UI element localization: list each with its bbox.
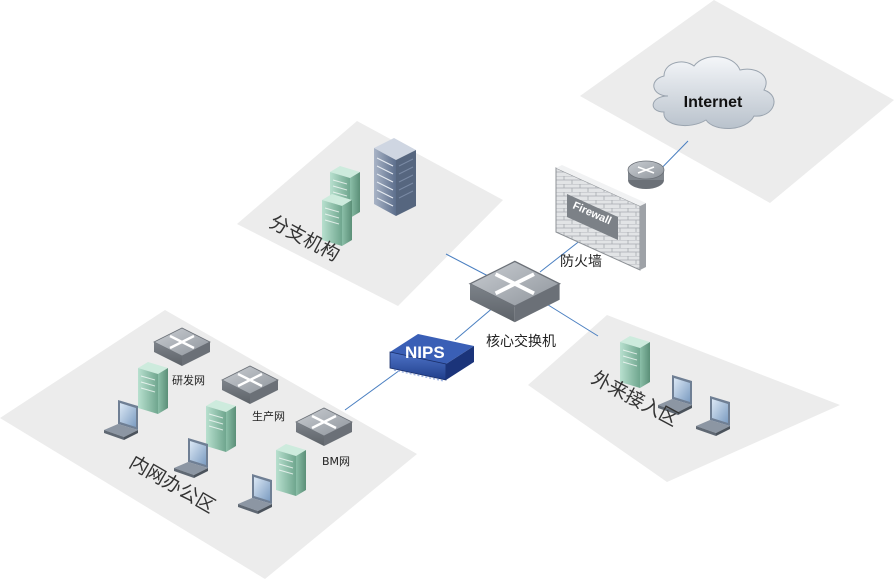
prod-net-label: 生产网 [252,409,285,423]
office-server-icon-3 [275,443,307,497]
core-switch-icon [468,259,562,325]
link-nips-office [344,369,401,411]
router-icon [627,160,665,189]
firewall-icon [555,165,646,271]
core-switch-label: 核心交换机 [486,333,556,350]
link-core-guest [544,302,599,337]
link-core-nips [454,305,496,341]
office-server-icon-2 [205,399,237,453]
firewall-label: 防火墙 [560,254,602,270]
rd-net-label: 研发网 [172,373,205,387]
branch-building-icon [374,138,416,216]
branch-zone [237,121,503,306]
nips-device-icon [389,334,474,382]
link-branch-core [445,253,491,278]
nips-label: NIPS [405,343,445,362]
internet-cloud-icon [652,56,775,130]
bm-net-label: BM网 [322,455,350,468]
office-server-icon-1 [137,361,169,415]
internet-label: Internet [684,94,743,111]
